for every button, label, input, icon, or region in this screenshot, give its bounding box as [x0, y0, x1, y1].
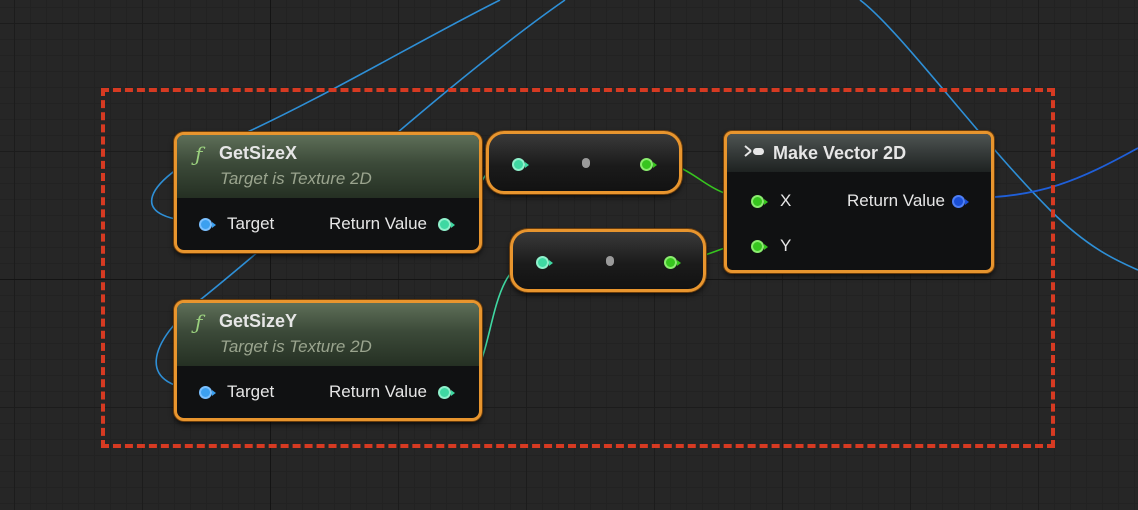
make-vector-2d-header[interactable]: Make Vector 2D [727, 134, 991, 172]
target-pin-row[interactable]: Target Return Value [177, 213, 477, 235]
node-subtitle: Target is Texture 2D [220, 169, 372, 188]
make-vector-2d-node[interactable]: Make Vector 2D X Return Value Y [724, 131, 994, 273]
x-pin-icon[interactable] [751, 195, 768, 208]
return-value-pin-label: Return Value [847, 191, 945, 210]
int-to-float-conversion-node-y[interactable] [510, 229, 706, 292]
target-pin-icon[interactable] [199, 386, 216, 399]
conversion-dot-icon [582, 158, 590, 168]
target-pin-label: Target [227, 382, 275, 401]
getsizex-node[interactable]: ƒ GetSizeX Target is Texture 2D Target R… [174, 132, 482, 253]
target-pin-label: Target [227, 214, 275, 233]
conversion-input-pin-icon[interactable] [512, 158, 529, 171]
y-pin-icon[interactable] [751, 240, 768, 253]
conversion-input-pin-icon[interactable] [536, 256, 553, 269]
return-value-pin-label: Return Value [329, 214, 427, 233]
y-pin-row[interactable]: Y [727, 235, 991, 257]
target-pin-row[interactable]: Target Return Value [177, 381, 477, 403]
conversion-output-pin-icon[interactable] [664, 256, 681, 269]
x-pin-label: X [780, 191, 792, 210]
conversion-output-pin-icon[interactable] [640, 158, 657, 171]
node-title: GetSizeY [219, 311, 298, 331]
return-value-pin-icon[interactable] [952, 195, 969, 208]
int-to-float-conversion-node-x[interactable] [486, 131, 682, 194]
return-value-pin-label: Return Value [329, 382, 427, 401]
return-value-pin-icon[interactable] [438, 386, 455, 399]
target-pin-icon[interactable] [199, 218, 216, 231]
y-pin-label: Y [780, 236, 792, 255]
x-pin-row[interactable]: X Return Value [727, 190, 991, 212]
function-icon: ƒ [195, 142, 203, 166]
wire-texture-to-getsizey[interactable] [155, 0, 566, 391]
return-value-pin-icon[interactable] [438, 218, 455, 231]
getsizey-header[interactable]: ƒ GetSizeY Target is Texture 2D [177, 303, 479, 366]
node-title: Make Vector 2D [773, 143, 907, 163]
conversion-dot-icon [606, 256, 614, 266]
getsizey-node[interactable]: ƒ GetSizeY Target is Texture 2D Target R… [174, 300, 482, 421]
node-title: GetSizeX [219, 143, 298, 163]
wire-top-right-curve[interactable] [859, 0, 1138, 271]
node-subtitle: Target is Texture 2D [220, 337, 372, 356]
getsizex-header[interactable]: ƒ GetSizeX Target is Texture 2D [177, 135, 479, 198]
make-struct-icon [744, 145, 764, 157]
function-icon: ƒ [195, 310, 203, 334]
